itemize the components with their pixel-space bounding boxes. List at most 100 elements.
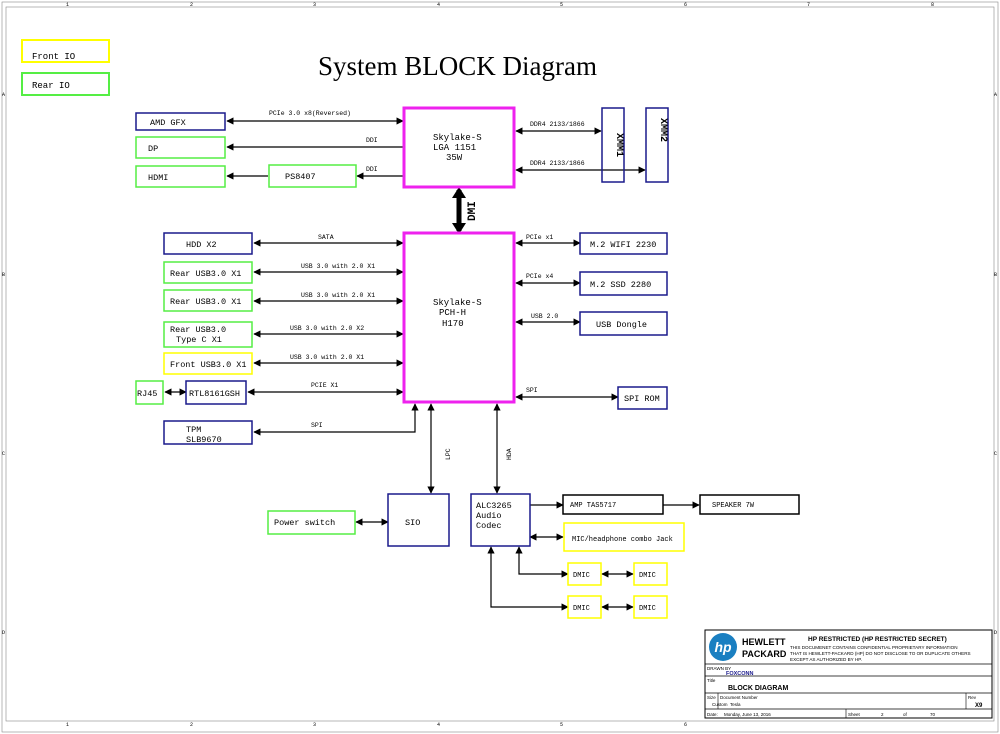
dmi-arrow-up (452, 187, 466, 198)
left-blocks: AMD GFX DP HDMI PS8407 HDD X2 Rear USB3.… (135, 112, 357, 445)
size-value: Custom (712, 702, 728, 707)
title-value: BLOCK DIAGRAM (728, 685, 788, 692)
jack-box (563, 522, 685, 552)
hp-logo-text: hp (714, 639, 732, 655)
tick-bottom-6: 6 (684, 722, 687, 728)
label-lpc: LPC (445, 448, 452, 460)
spi-rom-box (617, 386, 668, 410)
connections (164, 117, 700, 611)
restricted-label: HP RESTRICTED (HP RESTRICTED SECRET) (808, 636, 947, 643)
tick-top-5: 5 (560, 2, 563, 8)
wifi-box (579, 232, 668, 255)
dimm-2-label: XMM2 (657, 118, 668, 142)
dimm-2: XMM2 (645, 107, 669, 183)
tick-right-a: A (994, 92, 997, 98)
dmi-bus: DMI (452, 187, 479, 234)
pch-line-3: H170 (442, 319, 464, 329)
rear-usb-typec-line-1: Rear USB3.0 (170, 325, 226, 335)
usb-dongle-box (579, 311, 668, 336)
dmic-1a-label: DMIC (573, 572, 590, 580)
legend-rear-io-label: Rear IO (32, 81, 70, 91)
cpu-line-1: Skylake-S (433, 133, 482, 143)
dmic-2b-label: DMIC (639, 605, 656, 613)
dimm-2-box (645, 107, 669, 183)
label-rear-usb-typec: USB 3.0 with 2.0 X2 (290, 325, 364, 332)
label-front-usb: USB 3.0 with 2.0 X1 (290, 354, 364, 361)
ps8407-box (268, 164, 357, 188)
pch-block: Skylake-S PCH-H H170 (402, 231, 516, 404)
power-switch-box (267, 510, 356, 535)
label-tpm: SPI (311, 422, 323, 429)
tpm-line-2: SLB9670 (186, 435, 222, 445)
codec-line-3: Codec (476, 521, 502, 531)
tick-top-4: 4 (437, 2, 440, 8)
usb-dongle-label: USB Dongle (596, 320, 647, 330)
date-value: Monday, June 13, 2016 (724, 712, 771, 717)
spi-rom-label: SPI ROM (624, 394, 660, 404)
dmic-1a-box (567, 562, 602, 586)
doc-number-label: Document Number (720, 695, 758, 700)
amp-box (562, 494, 664, 515)
label-ddr-2: DDR4 2133/1866 (530, 160, 585, 167)
dmic-2a-label: DMIC (573, 605, 590, 613)
notice-line-2: THAT IS HEWLETT-PACKARD (HP) DO NOT DISC… (790, 651, 971, 656)
title-block-frame (704, 629, 993, 719)
tick-top-7: 7 (807, 2, 810, 8)
tick-right-b: B (994, 272, 997, 278)
ssd-label: M.2 SSD 2280 (590, 280, 651, 290)
date-label: Date: (707, 712, 718, 717)
notice-line-1: THIS DOCUMENET CONTAINS CONFIDENTIAL PRO… (790, 645, 958, 650)
dimm-1: XMM1 (601, 107, 625, 183)
dmi-label: DMI (467, 201, 479, 221)
rtl-box (185, 380, 247, 405)
tick-left-d: D (2, 630, 5, 636)
cpu-box (402, 106, 516, 189)
tick-top-2: 2 (190, 2, 193, 8)
rj45-box (135, 380, 164, 405)
legend-rear-io-swatch (21, 72, 110, 96)
dimm-1-label: XMM1 (613, 133, 624, 157)
sheet-label: Sheet (848, 712, 861, 717)
wifi-label: M.2 WIFI 2230 (590, 240, 656, 250)
company-line-1: HEWLETT (742, 637, 786, 647)
pch-line-1: Skylake-S (433, 298, 482, 308)
tick-bottom-4: 4 (437, 722, 440, 728)
title-block: hp HEWLETT PACKARD HP RESTRICTED (HP RES… (704, 629, 993, 719)
rear-usb-1-label: Rear USB3.0 X1 (170, 269, 241, 279)
page-title: System BLOCK Diagram (318, 51, 597, 81)
right-blocks: M.2 WIFI 2230 M.2 SSD 2280 USB Dongle SP… (579, 232, 668, 410)
dmi-arrow-down (452, 223, 466, 234)
dp-label: DP (148, 144, 158, 154)
tick-left-a: A (2, 92, 5, 98)
front-usb-label: Front USB3.0 X1 (170, 360, 247, 370)
doc-number-value: Tesla (730, 702, 741, 707)
label-ddr-1: DDR4 2133/1866 (530, 121, 585, 128)
rear-usb-typec-line-2: Type C X1 (176, 335, 222, 345)
amd-gfx-label: AMD GFX (150, 118, 186, 128)
dmic-1b-label: DMIC (639, 572, 656, 580)
tick-bottom-5: 5 (560, 722, 563, 728)
sheets-value: 70 (930, 712, 936, 717)
tick-bottom-2: 2 (190, 722, 193, 728)
rev-value: X9 (975, 703, 983, 709)
dimm-1-box (601, 107, 625, 183)
power-switch-label: Power switch (274, 518, 335, 528)
legend-front-io-label: Front IO (32, 52, 75, 62)
drawn-by-value: FOXCONN (726, 671, 754, 677)
ssd-box (579, 271, 668, 296)
speaker-box (699, 494, 800, 515)
notice-line-3: EXCEPT AS AUTHORIZED BY HP. (790, 657, 862, 662)
size-label: Size (707, 695, 716, 700)
tpm-box (163, 420, 253, 445)
link-dmic-1 (515, 546, 569, 578)
dmic-2a-box (567, 595, 602, 619)
link-dmic-2 (487, 546, 569, 611)
cpu-line-3: 35W (446, 153, 463, 163)
legend: Front IO Rear IO (21, 39, 110, 96)
label-usb-dongle: USB 2.0 (531, 313, 558, 320)
rear-usb-2-label: Rear USB3.0 X1 (170, 297, 241, 307)
tick-top-6: 6 (684, 2, 687, 8)
label-rear-usb-1: USB 3.0 with 2.0 X1 (301, 263, 375, 270)
